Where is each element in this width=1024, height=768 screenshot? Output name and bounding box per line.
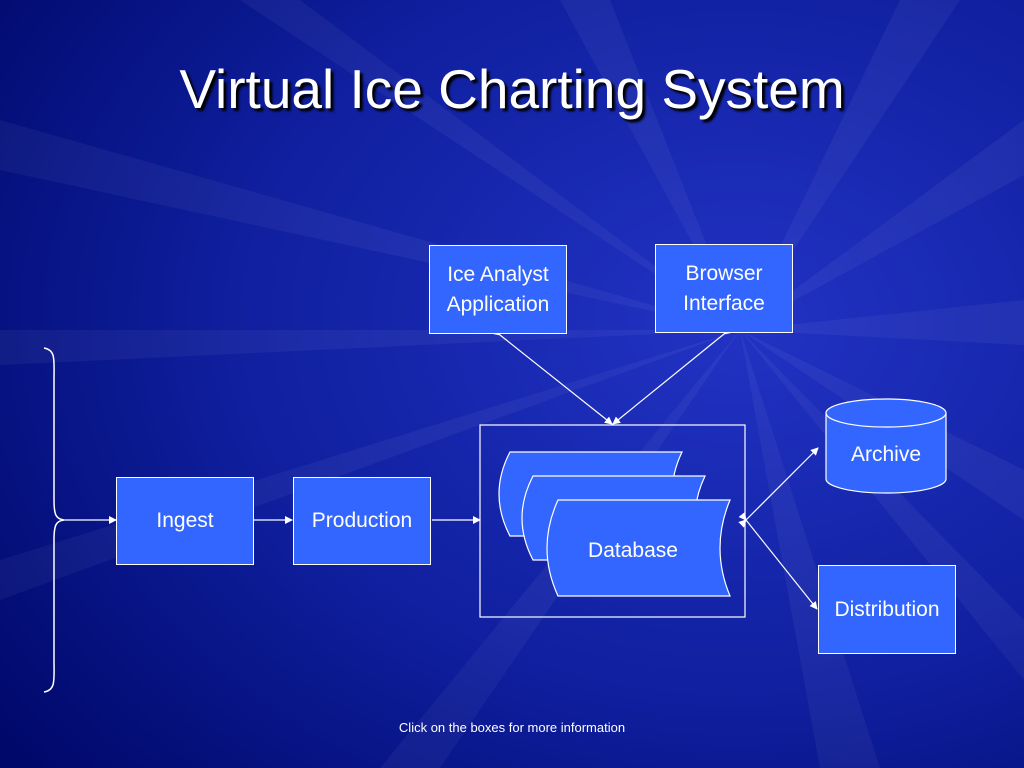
arrow-database-archive (738, 447, 819, 528)
ingest-box[interactable]: Ingest (116, 477, 254, 565)
browser-interface-label: Browser Interface (683, 261, 765, 315)
archive-cylinder (825, 412, 947, 494)
database-label: Database (588, 539, 678, 562)
archive-label: Archive (851, 443, 921, 466)
slide-title: Virtual Ice Charting System (179, 58, 845, 120)
database-shape-front (546, 499, 731, 597)
browser-interface-box[interactable]: Browser Interface (655, 244, 793, 333)
footer-note: Click on the boxes for more information (398, 720, 626, 735)
arrow-ice-analyst-database (492, 327, 613, 425)
arrow-database-distribution (738, 512, 818, 610)
archive-box[interactable]: Archive (825, 398, 947, 494)
input-bracket (43, 347, 65, 693)
distribution-label: Distribution (834, 597, 940, 621)
distribution-box[interactable]: Distribution (818, 565, 956, 654)
ice-analyst-application-box[interactable]: Ice Analyst Application (429, 245, 567, 334)
archive-cylinder-top (825, 398, 947, 428)
database-box[interactable]: Database (479, 424, 746, 618)
ingest-label: Ingest (156, 509, 214, 532)
arrow-browser-database (612, 326, 732, 425)
ice-analyst-application-label: Ice Analyst Application (446, 262, 550, 316)
production-label: Production (311, 509, 413, 532)
production-box[interactable]: Production (293, 477, 431, 565)
